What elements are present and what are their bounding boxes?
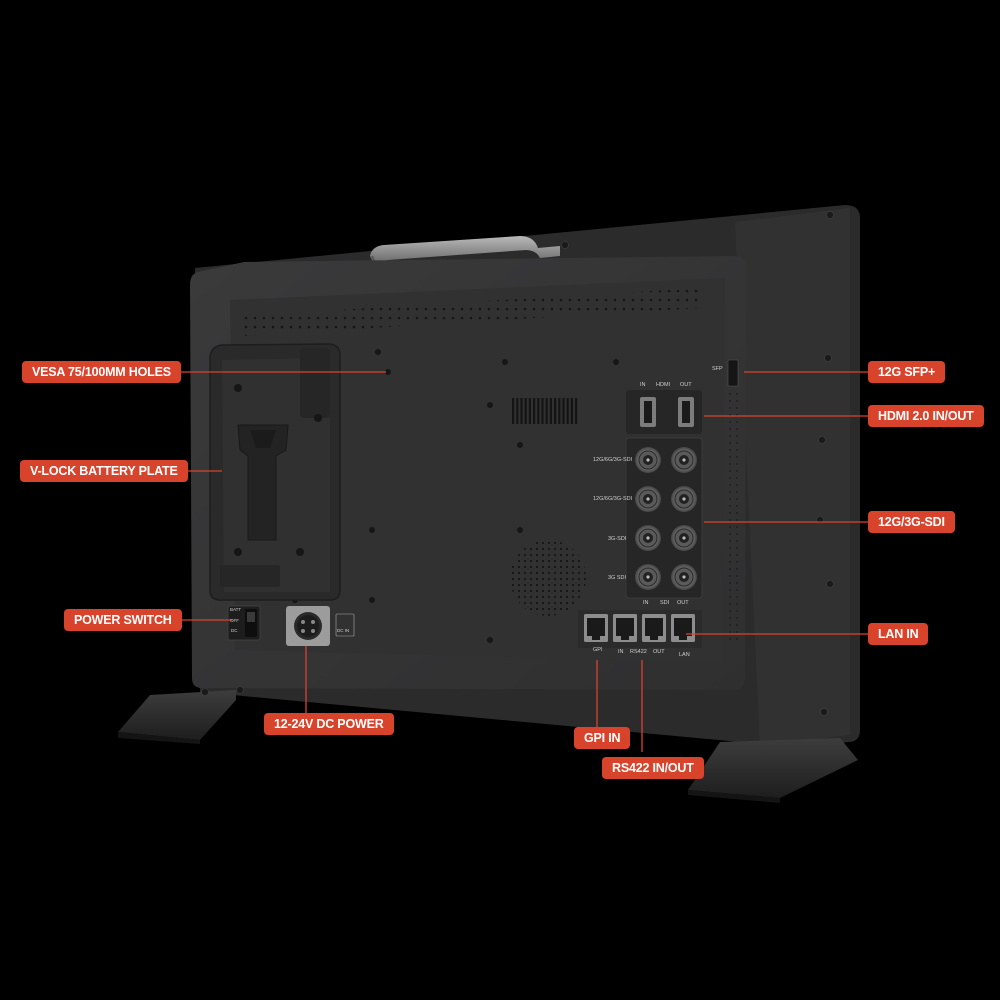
bezel-screws: [201, 211, 834, 716]
speaker-grille: [510, 540, 586, 616]
callout-gpi: GPI IN: [574, 727, 631, 749]
bezel-screw: [826, 580, 834, 588]
bezel-screw: [201, 688, 209, 696]
hdmi-out-silk: OUT: [680, 382, 692, 388]
switch-dc-silk: DC: [231, 628, 238, 633]
screw-hole: [487, 637, 493, 643]
sdi-in-silk: IN: [643, 600, 649, 606]
switch-batt-silk: BATT: [230, 607, 242, 612]
vent-slot: [533, 398, 536, 424]
bnc-connector-icon: [671, 447, 697, 473]
dc-in-silk: DC IN: [337, 628, 350, 633]
rs422-in-silk: IN: [618, 649, 624, 655]
rj45-port: [671, 614, 695, 642]
stand-feet: [118, 690, 858, 803]
vent-slot: [541, 398, 544, 424]
rs422-out-silk: OUT: [653, 649, 665, 655]
center-vent-slots: [512, 398, 578, 424]
screw-hole: [502, 359, 508, 365]
vent-slot: [512, 398, 515, 424]
vent-slot: [558, 398, 561, 424]
vent-slot: [524, 398, 527, 424]
sdi-row-3-silk: 3G-SDI: [608, 536, 627, 542]
vent-slot: [566, 398, 569, 424]
bezel-screw: [826, 211, 834, 219]
bezel-screw: [820, 708, 828, 716]
callout-sdi: 12G/3G-SDI: [868, 511, 955, 533]
callout-lan: LAN IN: [868, 623, 929, 645]
bezel-screw: [818, 436, 826, 444]
sfp-slot: [727, 359, 739, 387]
sdi-row-2-silk: 12G/6G/3G-SDI: [593, 496, 633, 502]
rj45-port: [584, 614, 608, 642]
rj45-port: [613, 614, 637, 642]
screw-hole: [369, 527, 375, 533]
vent-slot: [570, 398, 573, 424]
vent-slot: [562, 398, 565, 424]
rj45-port: [642, 614, 666, 642]
hdmi-in-silk: IN: [640, 382, 646, 388]
switch-off-silk: OFF: [230, 618, 239, 623]
screw-hole: [517, 442, 523, 448]
bezel-screw: [561, 241, 569, 249]
sdi-row-4-silk: 3G SDI: [608, 575, 627, 581]
gpi-silk: GPI: [593, 647, 603, 653]
hdmi-silk: HDMI: [656, 382, 671, 388]
bnc-connector-icon: [635, 447, 661, 473]
callout-power-switch: POWER SWITCH: [64, 609, 182, 631]
rocker-switch-icon: [227, 605, 261, 641]
callout-rs422: RS422 IN/OUT: [602, 757, 704, 779]
lan-silk: LAN: [679, 652, 690, 658]
screw-hole: [487, 402, 493, 408]
rs422-silk: RS422: [630, 649, 647, 655]
bezel-screw: [824, 354, 832, 362]
callout-v-lock-plate: V-LOCK BATTERY PLATE: [20, 460, 188, 482]
sdi-out-silk: OUT: [677, 600, 689, 606]
vent-slot: [516, 398, 519, 424]
callout-leader-lines: [166, 371, 868, 752]
vent-slot: [545, 398, 548, 424]
vent-slot: [528, 398, 531, 424]
side-vent-strip: [728, 390, 740, 640]
sdi-connector-block: [625, 437, 703, 599]
hdmi-port-icon: [626, 390, 702, 434]
screw-hole: [517, 527, 523, 533]
rj45-port-icon: [578, 610, 702, 648]
callout-dc-power: 12-24V DC POWER: [264, 713, 394, 735]
vent-slot: [575, 398, 578, 424]
vent-slot: [537, 398, 540, 424]
top-vent-grille: [240, 288, 700, 336]
screw-hole: [385, 369, 391, 375]
bnc-connector-icon: [671, 525, 697, 551]
screw-hole: [375, 349, 381, 355]
callout-vesa-holes: VESA 75/100MM HOLES: [22, 361, 181, 383]
xlr-power-connector-icon: [286, 606, 355, 646]
sfp-silk-label: SFP: [712, 366, 723, 372]
bnc-connector-icon: [671, 486, 697, 512]
screw-hole: [369, 597, 375, 603]
vent-slot: [554, 398, 557, 424]
bnc-connector-icon: [671, 564, 697, 590]
callout-sfp: 12G SFP+: [868, 361, 946, 383]
bnc-connector-icon: [635, 564, 661, 590]
bezel-screw: [236, 686, 244, 694]
bnc-connector-icon: [635, 525, 661, 551]
sdi-row-1-silk: 12G/6G/3G-SDI: [593, 457, 633, 463]
screw-hole: [613, 359, 619, 365]
vent-slot: [520, 398, 523, 424]
callout-hdmi: HDMI 2.0 IN/OUT: [868, 405, 984, 427]
bnc-connector-icon: [635, 486, 661, 512]
v-lock-battery-plate: [209, 343, 341, 601]
sdi-silk: SDI: [660, 600, 670, 606]
vent-slot: [549, 398, 552, 424]
